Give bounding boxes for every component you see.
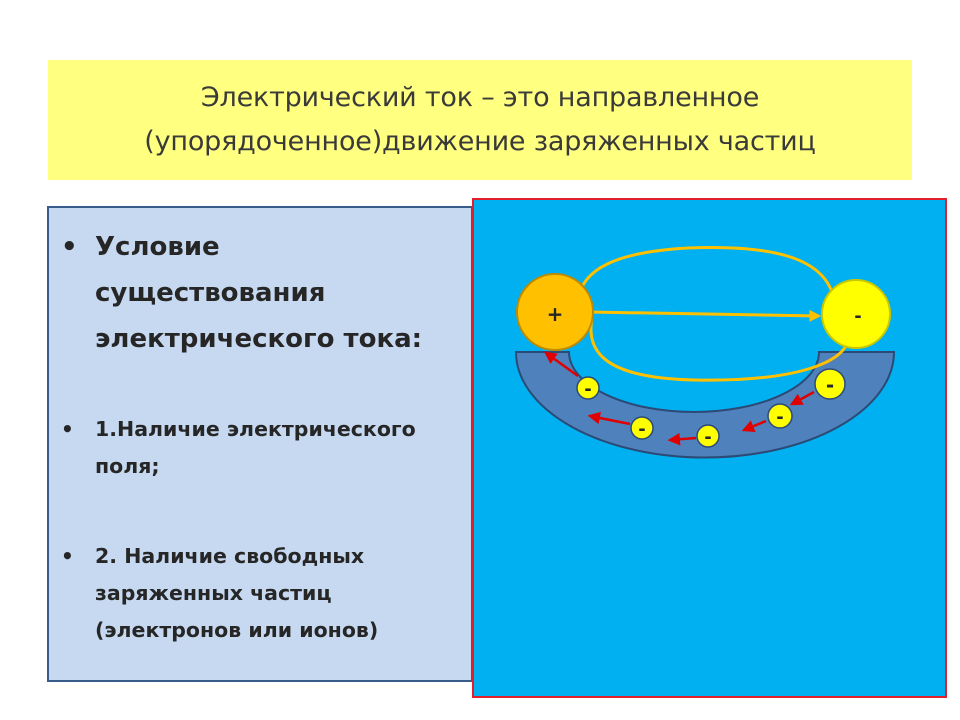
bullet-marker: • (61, 232, 78, 262)
electron-arrow (741, 419, 767, 432)
negative-sign: - (854, 306, 861, 327)
bullet-electric-field: • 1.Наличие электрического поля; (61, 411, 416, 485)
current-diagram: + - - - - - - (514, 246, 896, 459)
electron-arrow (789, 390, 815, 406)
bullet-line: 2. Наличие свободных (95, 544, 365, 568)
title-banner: Электрический ток – это направленное (уп… (48, 60, 912, 180)
field-line-outer (576, 246, 836, 301)
bullet-line: электрического тока: (95, 324, 423, 354)
electron-sign: - (826, 373, 834, 397)
negative-pole (821, 279, 891, 349)
electron-arrow (667, 433, 697, 446)
current-diagram-panel: + - - - - - - (472, 198, 947, 698)
bullet-line: 1.Наличие электрического (95, 417, 416, 441)
electron (814, 368, 846, 400)
electron-arrow (543, 351, 579, 378)
bullet-marker: • (61, 544, 74, 568)
positive-pole (516, 273, 594, 351)
electron-sign: - (704, 427, 711, 448)
bullet-line: существования (95, 278, 326, 308)
electron-arrow (587, 411, 631, 426)
field-line-straight (588, 309, 822, 322)
bullet-marker: • (61, 417, 74, 441)
conductor-arc (514, 351, 896, 459)
bullet-line: заряженных частиц (95, 581, 332, 605)
bullet-text: Условие существования электрического ток… (95, 224, 422, 362)
conditions-panel: • Условие существования электрического т… (47, 206, 473, 682)
electron (576, 376, 600, 400)
electron-sign: - (776, 407, 783, 428)
bullet-condition-heading: • Условие существования электрического т… (61, 224, 422, 362)
electron (696, 424, 720, 448)
bullet-text: 1.Наличие электрического поля; (95, 411, 416, 485)
title-line-1: Электрический ток – это направленное (200, 82, 760, 113)
electron (767, 403, 793, 429)
electron-sign: - (584, 379, 591, 400)
positive-sign: + (547, 302, 564, 326)
electron-sign: - (638, 419, 645, 440)
bullet-line: (электронов или ионов) (95, 618, 379, 642)
bullet-free-charges: • 2. Наличие свободных заряженных частиц… (61, 538, 378, 649)
title-line-2: (упорядоченное)движение заряженных части… (144, 126, 816, 157)
bullet-line: поля; (95, 454, 160, 478)
bullet-line: Условие (95, 232, 220, 262)
electron (630, 416, 654, 440)
bullet-text: 2. Наличие свободных заряженных частиц (… (95, 538, 378, 649)
field-line-lower (589, 317, 851, 382)
